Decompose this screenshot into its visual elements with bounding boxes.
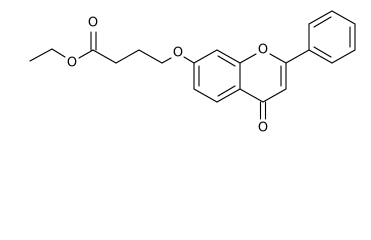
atom-labels: O O O O O xyxy=(67,16,268,136)
bond-chain-2 xyxy=(115,49,140,64)
bond-phenyl-6 xyxy=(308,49,333,64)
bond-benzo-inner-2 xyxy=(217,55,236,67)
bond-ring-oxygen-c2 xyxy=(269,53,287,64)
bond-c4-c4a xyxy=(239,88,264,103)
ester-oxygen-label: O xyxy=(67,56,77,71)
ketone-oxygen-label: O xyxy=(258,121,268,136)
bond-phenyl-inner-1 xyxy=(313,16,332,28)
bond-chain-ether-oxygen xyxy=(161,57,172,64)
bond-ethyl-ch3-ch2 xyxy=(29,48,53,62)
bond-phenyl-5 xyxy=(331,49,356,64)
bond-c2-phenyl xyxy=(285,49,310,64)
bond-phenyl-2 xyxy=(308,10,333,25)
bond-c3-c4 xyxy=(262,88,287,103)
ring-oxygen-label: O xyxy=(258,43,268,58)
bond-benzo-c4a-c5 xyxy=(216,88,241,103)
ether-oxygen-label: O xyxy=(173,46,183,61)
carbonyl-oxygen-label: O xyxy=(88,16,98,31)
bond-ethyl-ch2-oxygen xyxy=(51,48,66,58)
bond-oxygen-carbonyl-carbon xyxy=(78,49,94,59)
bond-phenyl-3 xyxy=(331,10,356,25)
bond-c8a-ring-oxygen xyxy=(239,53,257,64)
bond-benzo-c5-c6 xyxy=(193,88,218,103)
bonds xyxy=(29,10,356,120)
bond-chain-3 xyxy=(138,49,163,64)
bond-benzo-inner-3 xyxy=(217,85,236,97)
bond-benzo-c8-c8a xyxy=(216,49,241,64)
bond-chain-1 xyxy=(92,49,117,64)
bond-phenyl-inner-3 xyxy=(313,46,332,58)
chemical-structure-diagram: O O O O O xyxy=(29,10,356,136)
bond-benzo-c7-c8 xyxy=(193,49,218,64)
bond-ether-oxygen-ring xyxy=(183,56,195,64)
